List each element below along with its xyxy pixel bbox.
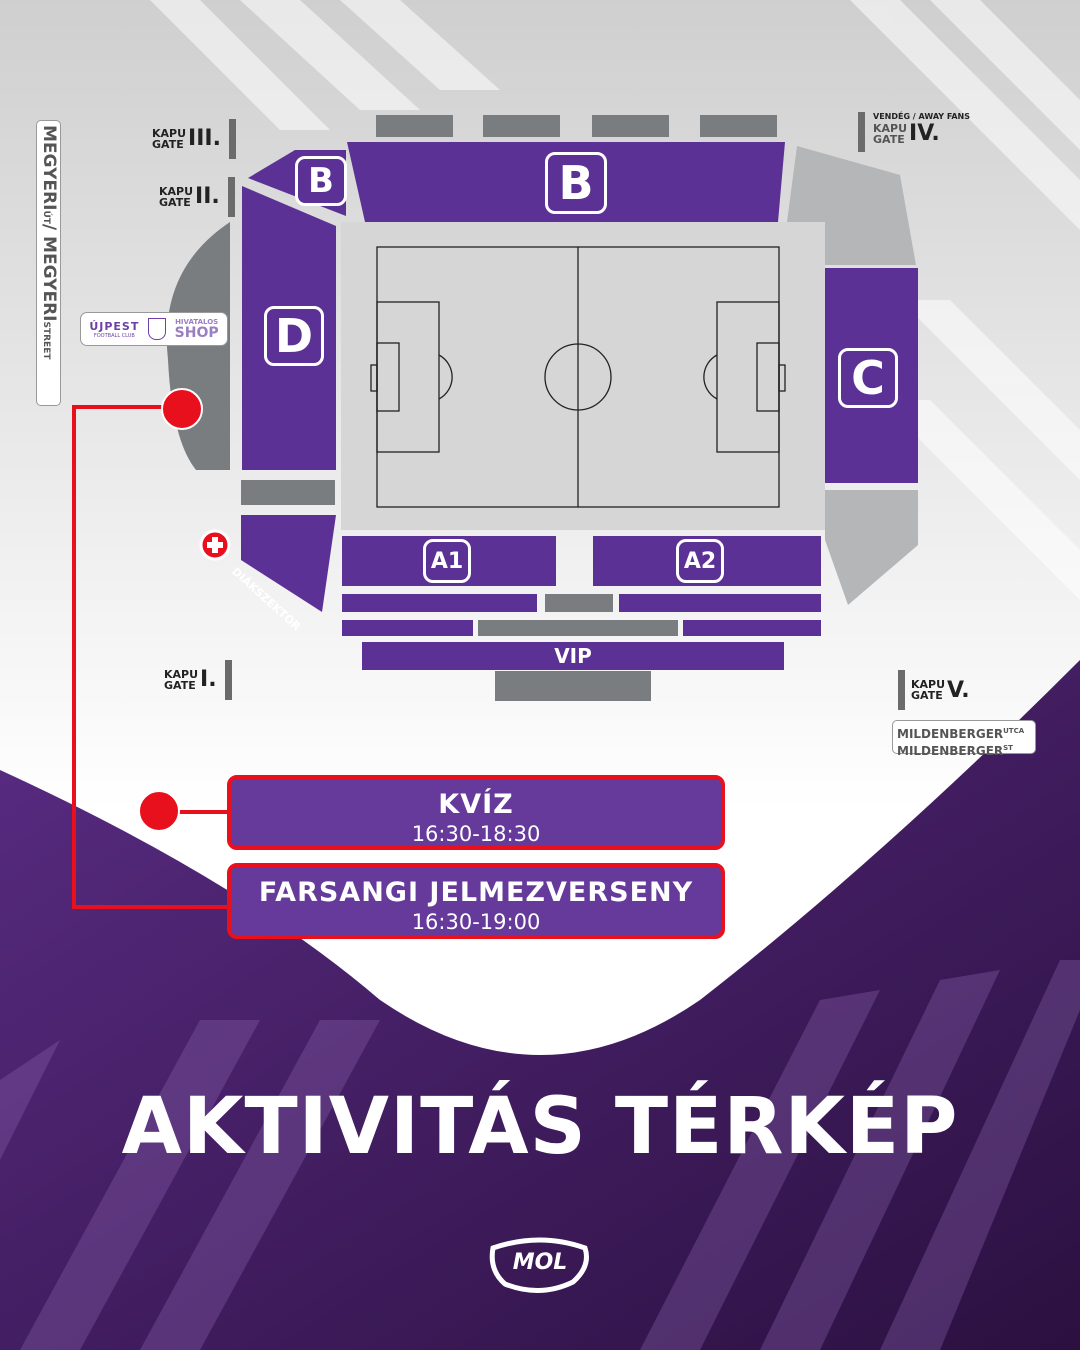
label-b-small: B xyxy=(295,156,347,206)
pitch xyxy=(341,222,825,530)
stand-below-d[interactable] xyxy=(241,480,335,505)
event-jelmezverseny[interactable]: FARSANGI JELMEZVERSENY 16:30-19:00 xyxy=(227,863,725,939)
label-vip: VIP xyxy=(554,644,592,668)
mol-logo: MOL xyxy=(485,1236,595,1296)
event-time: 16:30-19:00 xyxy=(411,910,541,934)
event-kviz[interactable]: KVÍZ 16:30-18:30 xyxy=(227,775,725,850)
label-d: D xyxy=(264,306,324,366)
purple-footer-band xyxy=(0,660,1080,1350)
legend-marker xyxy=(138,790,180,832)
right-bottom-stand[interactable] xyxy=(825,490,918,605)
label-c: C xyxy=(838,348,898,408)
a2-lower-row[interactable] xyxy=(619,594,821,612)
top-stand-1[interactable] xyxy=(376,115,453,137)
sector-vip[interactable] xyxy=(362,642,784,670)
first-aid-cross xyxy=(207,537,223,553)
left-curve-stand[interactable] xyxy=(166,222,230,470)
official-shop-badge[interactable]: ÚJPEST FOOTBALL CLUB HIVATALOS SHOP xyxy=(80,312,228,346)
label-a2: A2 xyxy=(676,539,724,583)
mildenberger-street-sign: MILDENBERGERUTCA MILDENBERGERST xyxy=(892,720,1036,758)
top-stand-2[interactable] xyxy=(483,115,560,137)
top-stand-4[interactable] xyxy=(700,115,777,137)
event-title: FARSANGI JELMEZVERSENY xyxy=(258,877,694,908)
sector-diakszektor[interactable] xyxy=(241,515,336,612)
center-box-row[interactable] xyxy=(478,620,678,636)
club-crest-icon xyxy=(148,318,167,340)
event-time: 16:30-18:30 xyxy=(411,822,541,846)
label-b-main: B xyxy=(545,152,607,214)
label-a1: A1 xyxy=(423,539,471,583)
route-start-marker[interactable] xyxy=(161,388,203,430)
a1-lower-row[interactable] xyxy=(342,594,537,612)
top-stripes xyxy=(150,0,1080,600)
right-box-row[interactable] xyxy=(683,620,821,636)
megyeri-street-sign: MEGYERIÚT/ MEGYERISTREET xyxy=(36,120,61,406)
top-stand-3[interactable] xyxy=(592,115,669,137)
left-box-row[interactable] xyxy=(342,620,473,636)
pitch-lines xyxy=(370,246,786,508)
event-title: KVÍZ xyxy=(438,789,514,820)
bottom-stripes xyxy=(0,960,1080,1350)
stand-below-vip[interactable] xyxy=(495,671,651,701)
page-title: AKTIVITÁS TÉRKÉP xyxy=(121,1082,959,1172)
center-lower-row[interactable] xyxy=(545,594,613,612)
route-line xyxy=(72,405,230,909)
away-sector[interactable] xyxy=(787,146,916,265)
